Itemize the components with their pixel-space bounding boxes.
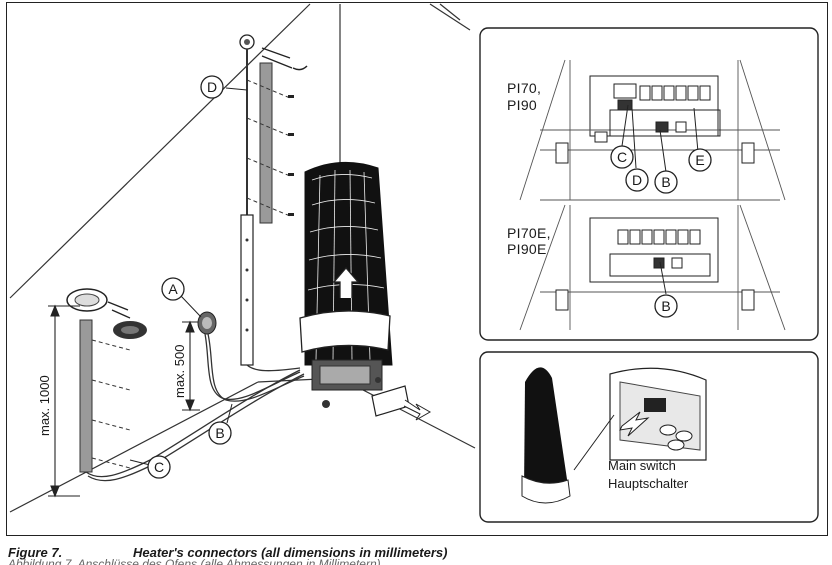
callout-d-main: D — [207, 79, 217, 95]
wall-strip-d — [239, 34, 308, 366]
callout-a-main: A — [168, 281, 178, 297]
dimension-label-500: max. 500 — [172, 345, 187, 398]
callout-b-inset: B — [661, 174, 670, 190]
figure-caption-german-cut: Abbildung 7. Anschlüsse des Ofens (alle … — [8, 557, 381, 565]
connector-box-a — [197, 311, 217, 335]
model-label-pi70e: PI70E, — [507, 225, 551, 241]
dimension-1000 — [48, 304, 80, 498]
callout-c-main: C — [154, 459, 164, 475]
model-label-pi90e: PI90E — [507, 241, 547, 257]
callout-e-inset: E — [695, 152, 704, 168]
callout-circles — [147, 75, 712, 479]
callout-c-inset: C — [617, 149, 627, 165]
callout-leaders — [129, 87, 248, 466]
wall-strip-c — [66, 288, 147, 473]
callout-d-inset: D — [632, 172, 642, 188]
inset-top-panel — [479, 27, 819, 341]
heater — [299, 161, 432, 421]
callout-b-main: B — [215, 425, 224, 441]
figure-title: Heater's connectors (all dimensions in m… — [133, 545, 448, 560]
figure-frame — [6, 2, 828, 536]
main-switch-label: Main switch — [608, 458, 676, 473]
inset-mid-panel — [519, 199, 786, 331]
model-label-pi90: PI90 — [507, 97, 537, 113]
callout-b-inset-mid: B — [661, 298, 670, 314]
dimension-500 — [182, 320, 200, 412]
inset-bottom-panel — [479, 351, 819, 523]
dimension-label-1000: max. 1000 — [37, 375, 52, 436]
figure-caption: Figure 7. Heater's connectors (all dimen… — [8, 541, 828, 563]
hauptschalter-label: Hauptschalter — [608, 476, 689, 491]
model-label-pi70: PI70, — [507, 80, 541, 96]
figure-number: Figure 7. — [8, 545, 63, 560]
cables — [85, 333, 305, 482]
